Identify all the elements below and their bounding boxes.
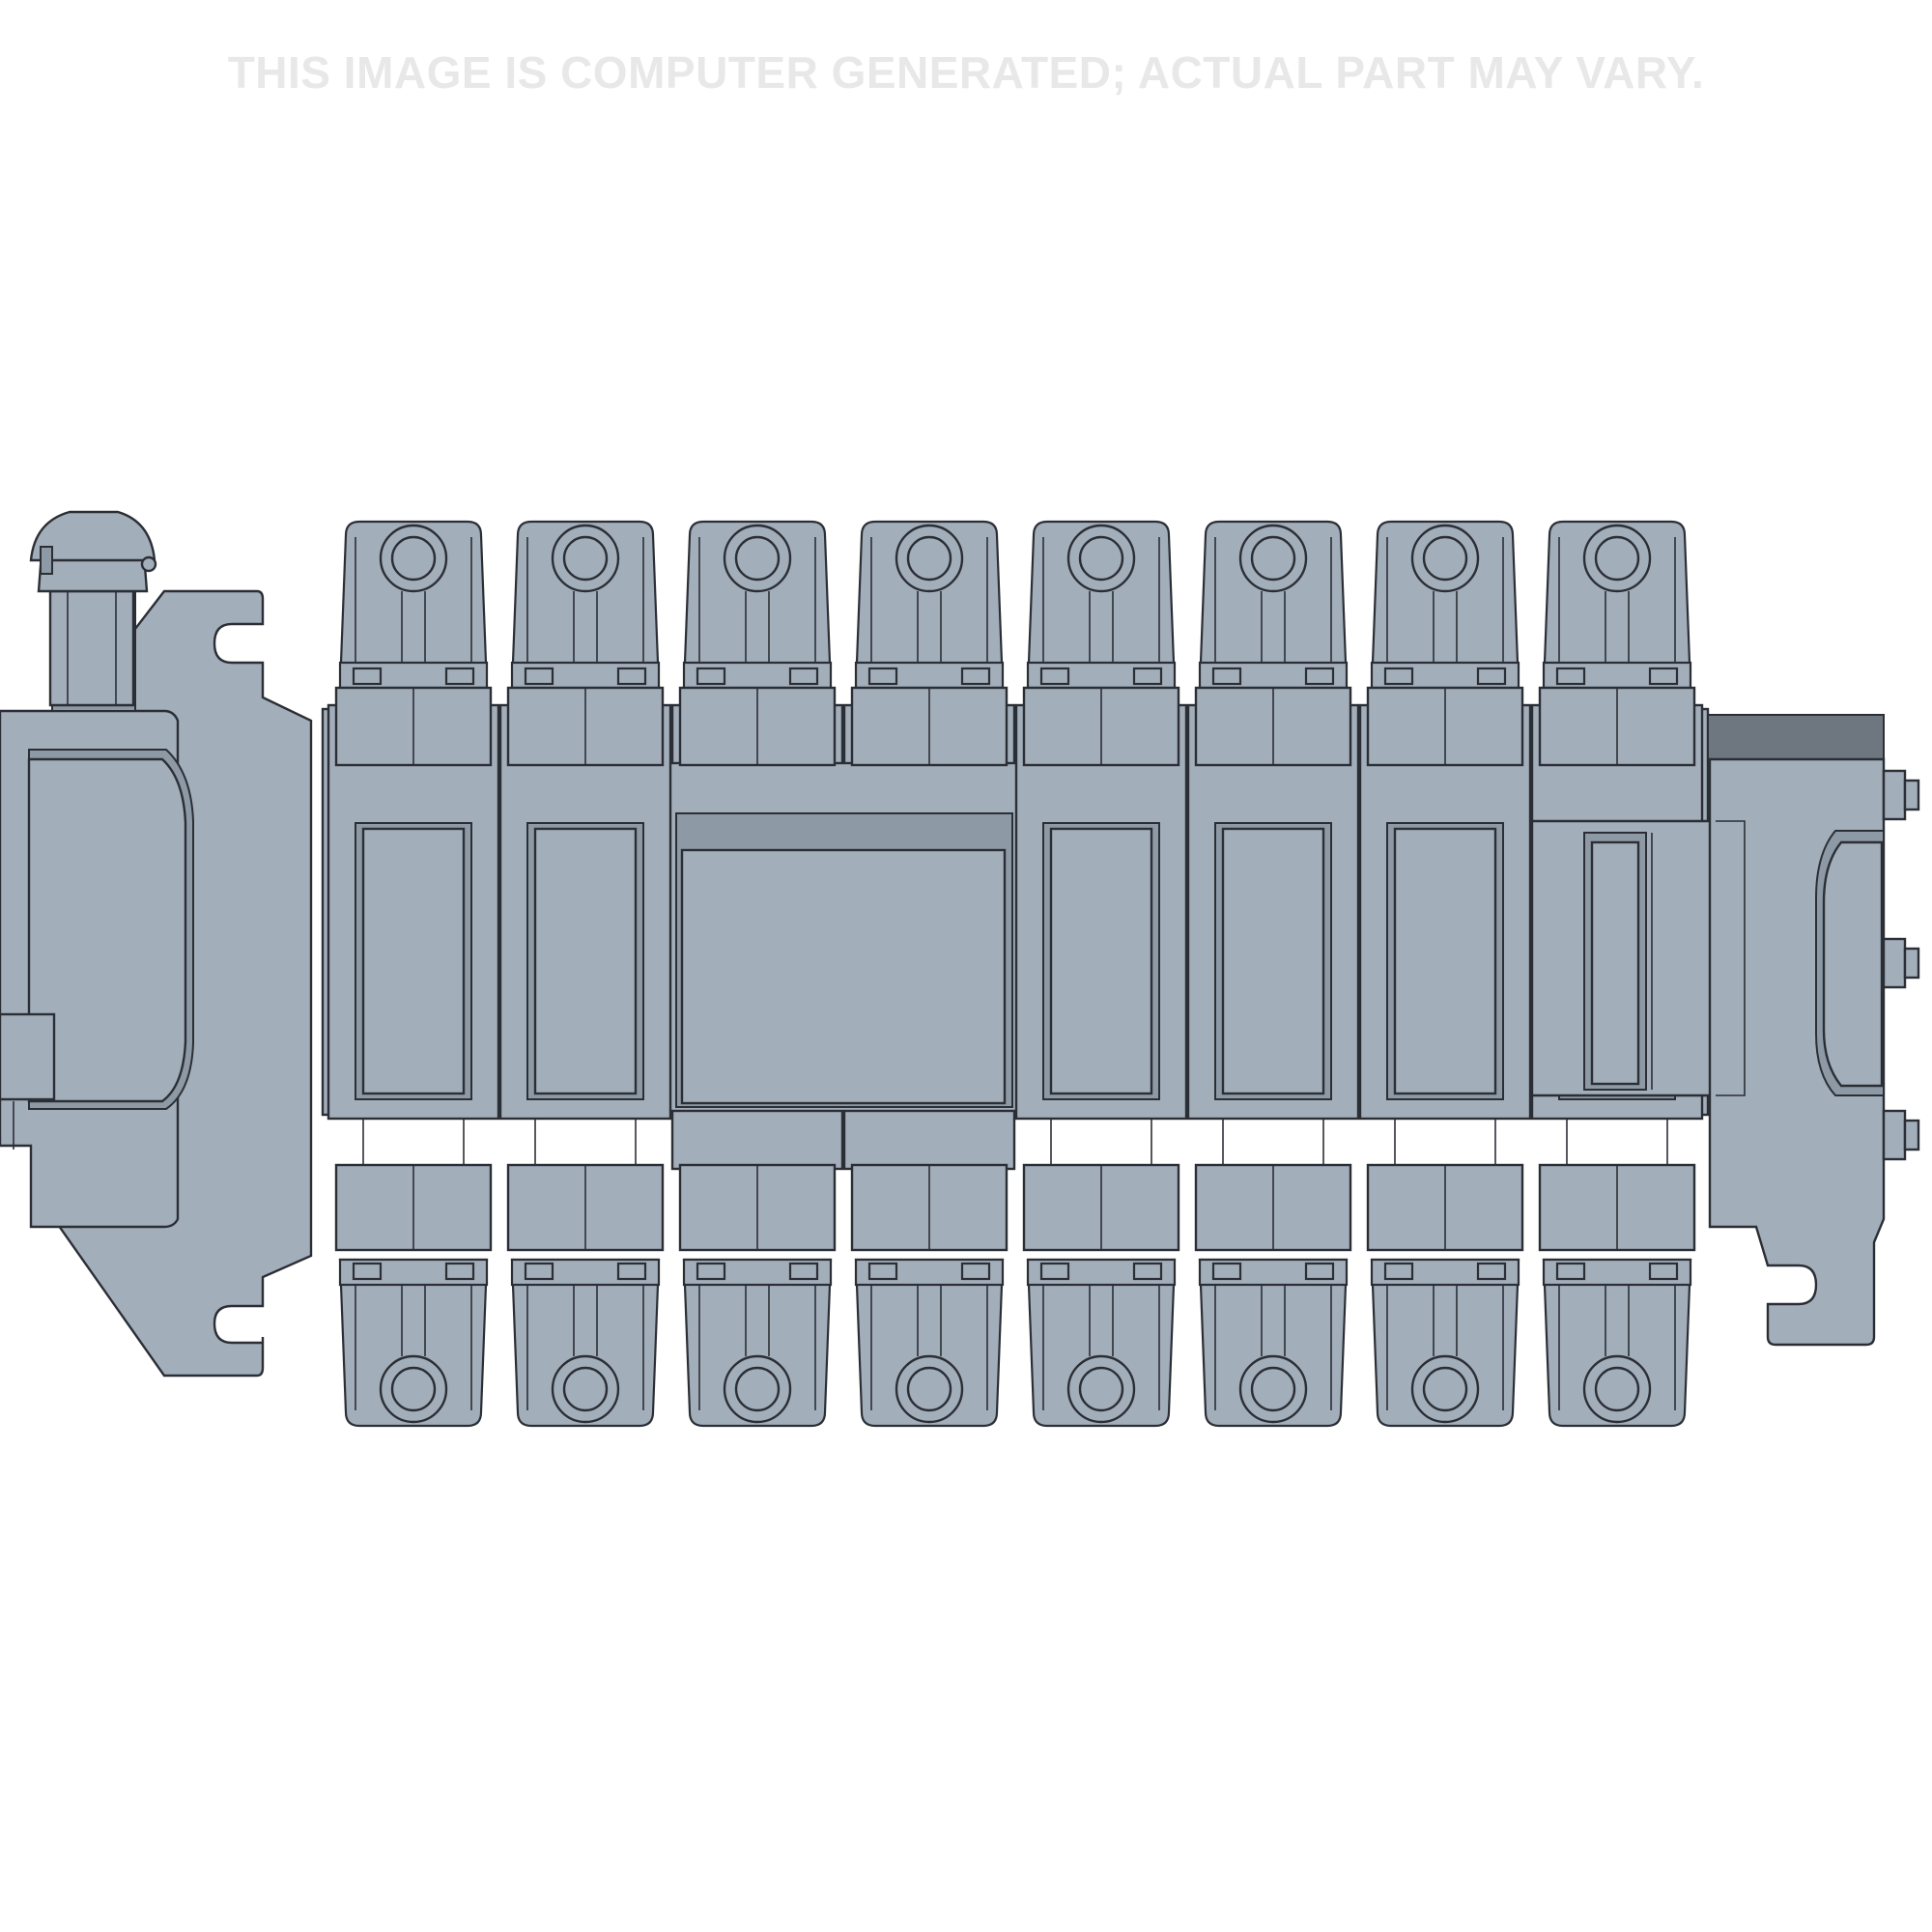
solenoid-coil-icon	[1026, 1258, 1177, 1428]
solenoid-coil-icon	[510, 1258, 661, 1428]
disclaimer-watermark: THIS IMAGE IS COMPUTER GENERATED; ACTUAL…	[227, 47, 1705, 98]
valve-section	[1358, 520, 1532, 1428]
solenoid-coil-icon	[1198, 520, 1349, 690]
solenoid-coil-icon	[682, 520, 833, 690]
solenoid-coil-icon	[682, 1258, 833, 1428]
solenoid-coil-icon	[510, 520, 661, 690]
solenoid-coil-icon	[854, 1258, 1005, 1428]
solenoid-coil-icon	[1542, 520, 1692, 690]
solenoid-coil-icon	[1370, 520, 1520, 690]
solenoid-coil-icon	[338, 520, 489, 690]
cable-gland-icon	[29, 510, 157, 712]
valve-section	[842, 520, 1016, 1428]
mounting-bracket-right	[1708, 757, 1886, 1347]
end-cap-left	[0, 709, 194, 1229]
valve-section	[327, 520, 500, 1428]
valve-section	[1186, 520, 1360, 1428]
solenoid-coil-icon	[854, 520, 1005, 690]
solenoid-coil-icon	[1542, 1258, 1692, 1428]
solenoid-coil-icon	[1370, 1258, 1520, 1428]
solenoid-coil-icon	[1026, 520, 1177, 690]
bolt-icon	[1882, 769, 1920, 1219]
solenoid-coil-icon	[1198, 1258, 1349, 1428]
valve-sections	[327, 520, 1704, 1428]
valve-section	[1014, 520, 1188, 1428]
valve-section	[498, 520, 672, 1428]
valve-section	[670, 520, 844, 1428]
solenoid-coil-icon	[338, 1258, 489, 1428]
